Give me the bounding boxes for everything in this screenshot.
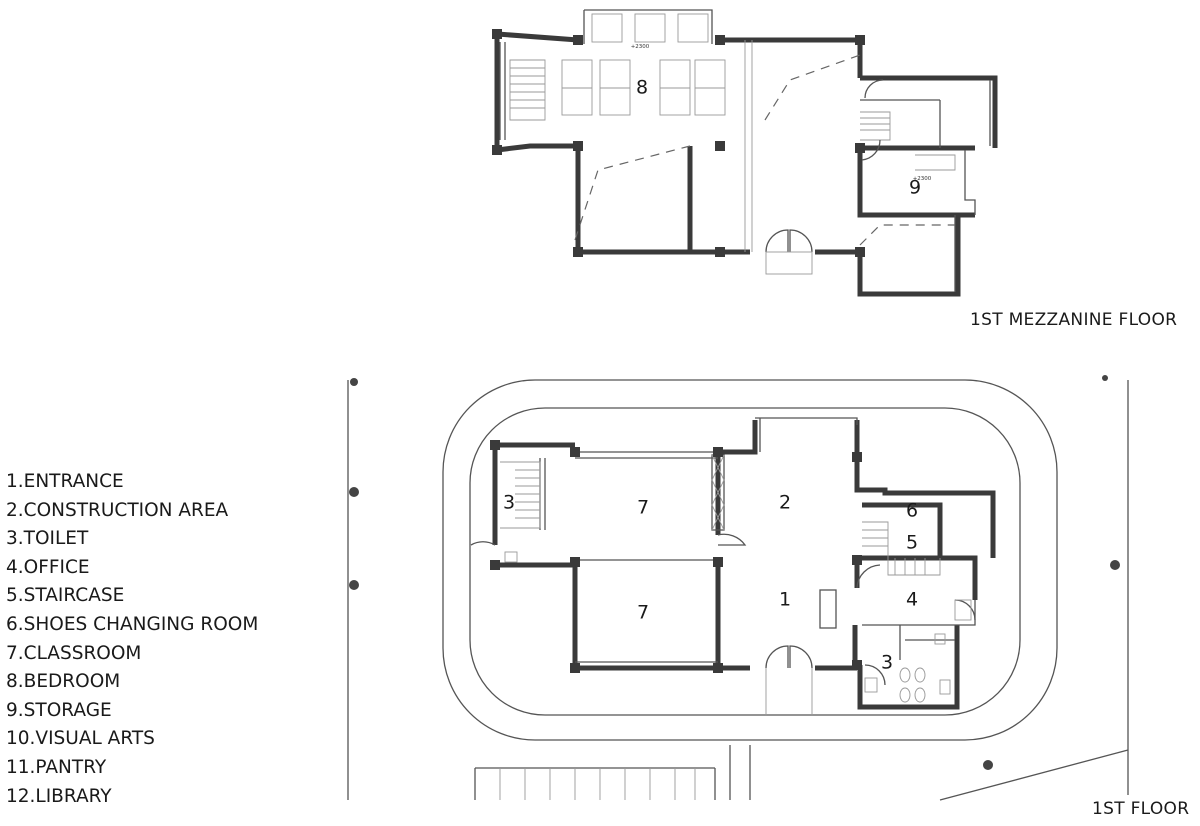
legend-item: 6.SHOES CHANGING ROOM — [6, 613, 259, 635]
legend-item: 2.CONSTRUCTION AREA — [6, 499, 229, 521]
toilet-fixtures — [504, 551, 972, 703]
room-number-toilet: 3 — [503, 492, 515, 514]
legend-item: 8.BEDROOM — [6, 671, 121, 693]
legend-item: 9.STORAGE — [6, 699, 112, 721]
mezzanine-double-door — [765, 79, 884, 275]
ground-floor-plan: 1 2 3 3 4 5 6 7 7 — [347, 375, 1129, 801]
room-legend: 1.ENTRANCE 2.CONSTRUCTION AREA 3.TOILET … — [6, 468, 258, 811]
mezzanine-floor-title: 1ST MEZZANINE FLOOR — [970, 310, 1178, 330]
room-number-classroom: 7 — [637, 602, 649, 624]
room-number-staircase: 5 — [906, 532, 918, 554]
mezzanine-staircase — [509, 59, 956, 171]
legend-item: 1.ENTRANCE — [6, 471, 124, 492]
legend-item: 12.LIBRARY — [6, 785, 112, 807]
legend-item: 3.TOILET — [6, 528, 89, 550]
tree-icon — [349, 375, 1120, 770]
legend-item: 10.VISUAL ARTS — [6, 728, 155, 750]
ground-staircase — [500, 461, 941, 576]
ground-floor-title: 1ST FLOOR — [1092, 799, 1190, 819]
legend-item: 7.CLASSROOM — [6, 642, 142, 664]
elevation-mark: +2300 — [913, 176, 932, 182]
room-number-toilet: 3 — [881, 652, 893, 674]
parking-grid — [474, 767, 716, 800]
room-number-bedroom: 8 — [636, 77, 648, 99]
room-number-storage: 9 — [909, 177, 921, 199]
bed-group — [561, 13, 726, 116]
room-number-shoes-changing-room: 6 — [906, 500, 918, 522]
room-number-construction-area: 2 — [779, 492, 791, 514]
legend-item: 5.STAIRCASE — [6, 585, 125, 607]
legend-item: 4.OFFICE — [6, 556, 90, 578]
room-number-classroom: 7 — [637, 497, 649, 519]
room-number-entrance: 1 — [779, 589, 791, 611]
room-number-office: 4 — [906, 589, 918, 611]
elevation-mark: +2300 — [631, 44, 650, 50]
mezzanine-floor-plan: +2300 +2300 8 9 — [492, 9, 998, 297]
legend-item: 11.PANTRY — [6, 756, 107, 778]
